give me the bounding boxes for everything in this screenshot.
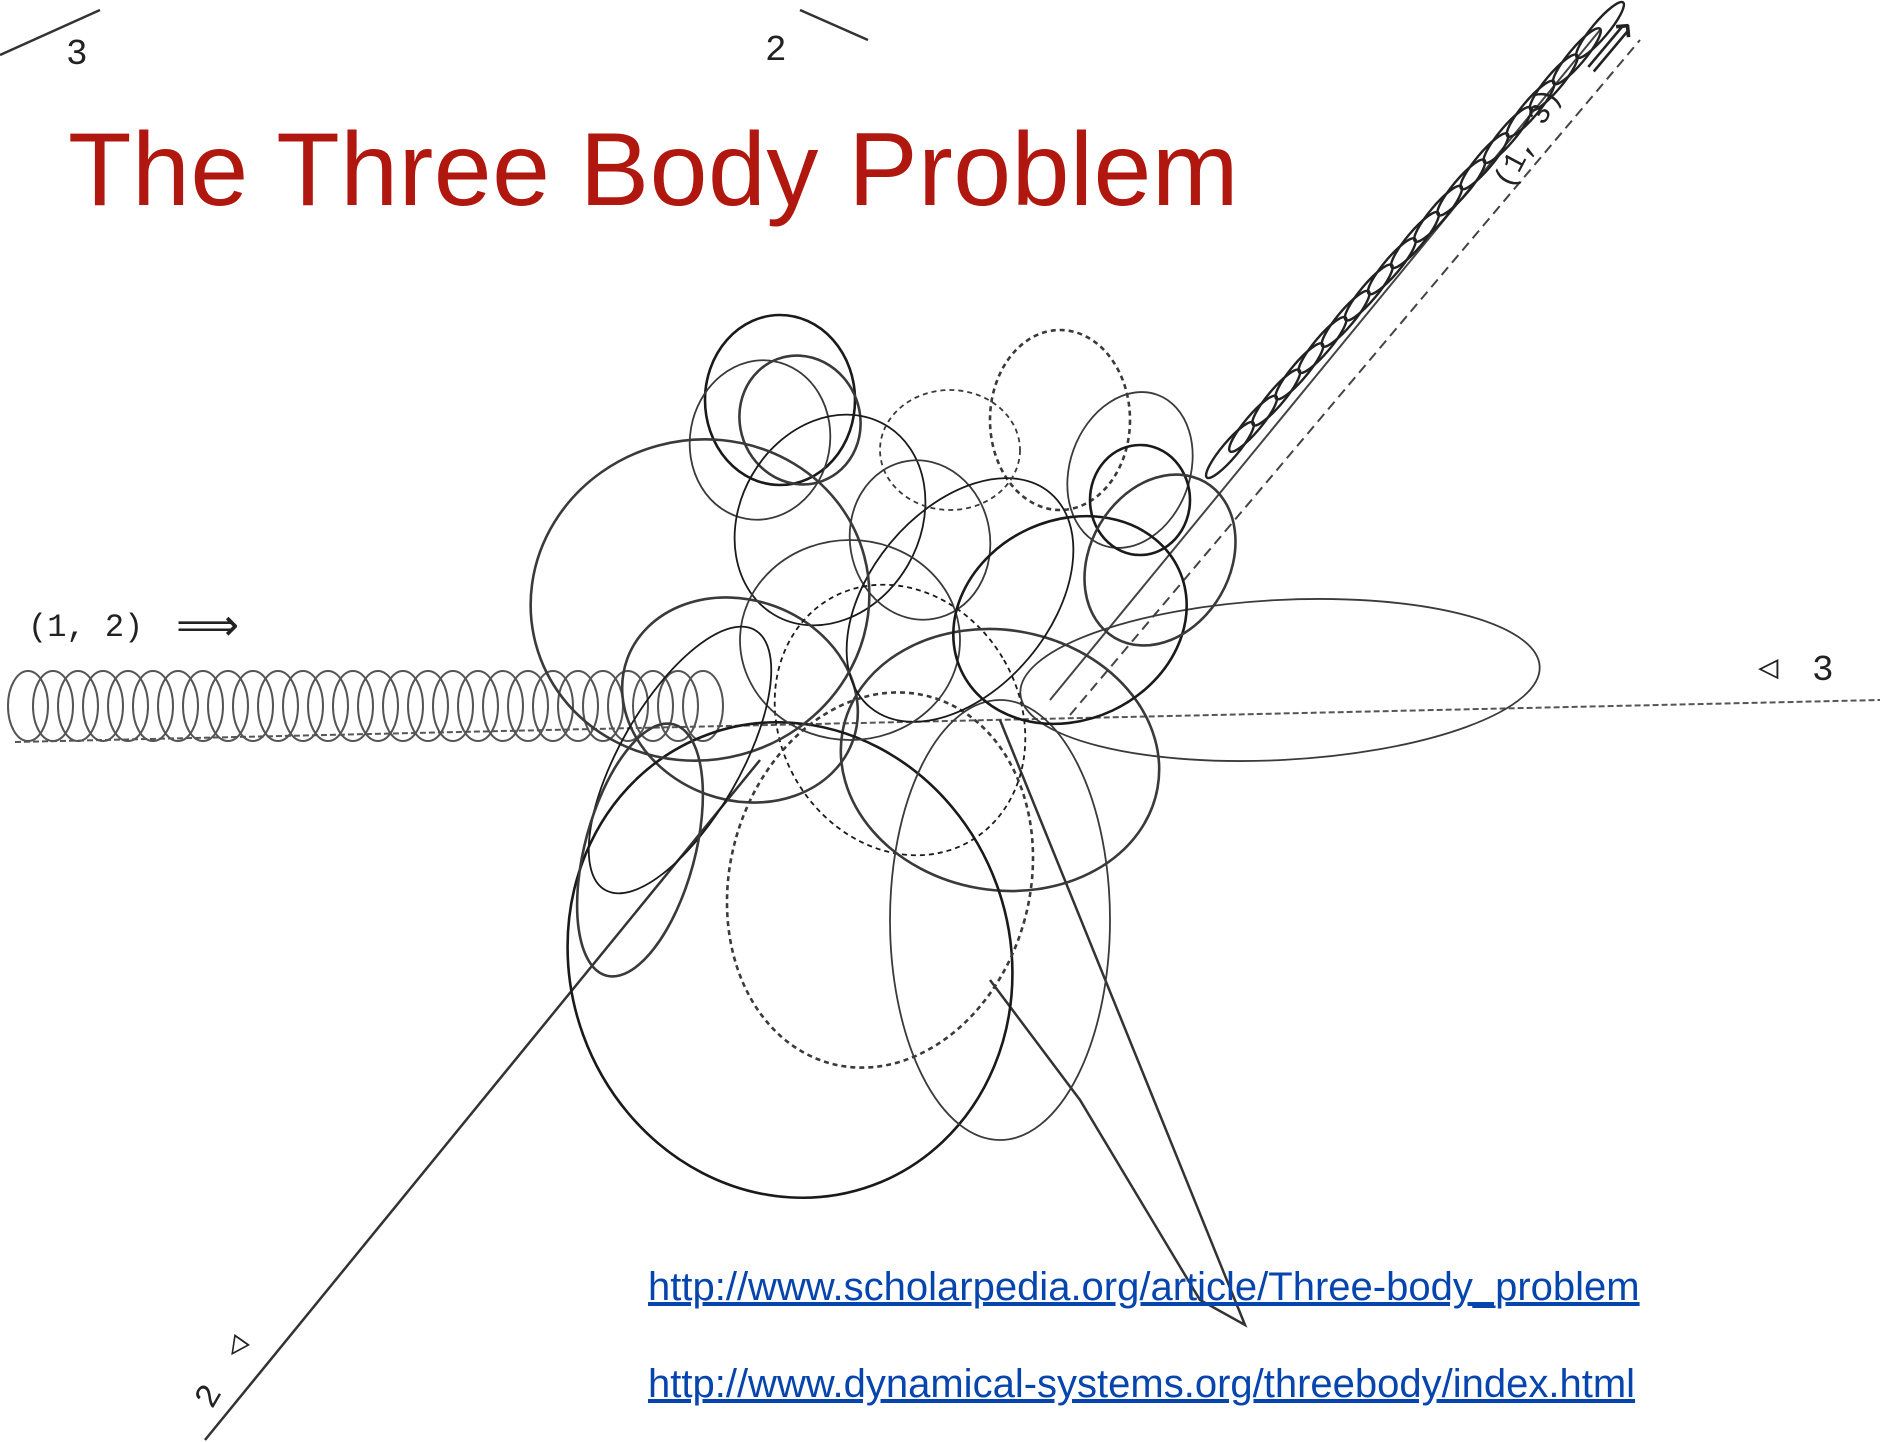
spiral-loop <box>558 671 598 741</box>
spiral-loop <box>308 671 348 741</box>
spiral-loop <box>133 671 173 741</box>
scholarpedia-link[interactable]: http://www.scholarpedia.org/article/Thre… <box>648 1267 1640 1307</box>
spiral-loop <box>408 671 448 741</box>
binary-1-2-spiral <box>8 671 723 741</box>
trajectory-loop <box>890 700 1110 1140</box>
lower-spike <box>990 720 1245 1325</box>
spiral-loop <box>8 671 48 741</box>
horizontal-axis-line <box>15 700 1880 742</box>
spiral-loop <box>58 671 98 741</box>
trajectory-loop <box>1016 587 1544 774</box>
body2-label-top: 2 <box>765 30 787 71</box>
spiral-loop <box>258 671 298 741</box>
pair-1-2-label: (1, 2) <box>28 609 143 646</box>
spiral-loop <box>633 671 673 741</box>
body2-arrow-icon: ◁ <box>216 1328 258 1366</box>
spiral-loop <box>283 671 323 741</box>
trajectory-loop <box>880 390 1020 510</box>
spiral-loop <box>358 671 398 741</box>
pair-1-3-arrow-icon: ⟹ <box>1572 9 1651 89</box>
spiral-loop <box>183 671 223 741</box>
spiral-loop <box>433 671 473 741</box>
spiral-loop <box>83 671 123 741</box>
spiral-loop <box>333 671 373 741</box>
chaotic-interaction-loops <box>494 315 1543 1261</box>
spiral-loop <box>383 671 423 741</box>
trajectory-loop <box>1090 445 1190 555</box>
spiral-loop <box>33 671 73 741</box>
slide-title: The Three Body Problem <box>68 118 1239 222</box>
trajectory-loop <box>990 330 1130 510</box>
spiral-loop <box>658 671 698 741</box>
spiral-loop <box>583 671 623 741</box>
body2-label-bottom: 2 <box>189 1379 232 1416</box>
dynamical-systems-link[interactable]: http://www.dynamical-systems.org/threebo… <box>648 1364 1635 1404</box>
spiral-loop <box>208 671 248 741</box>
spiral-loop <box>458 671 498 741</box>
trajectory-loop <box>593 565 887 835</box>
body3-arrow-icon: ◁ <box>1757 651 1779 689</box>
pair-1-2-arrow-icon: ⟹ <box>176 604 239 654</box>
spiral-loop <box>158 671 198 741</box>
trajectory-loop <box>705 315 855 485</box>
body3-label-right: 3 <box>1812 650 1834 691</box>
spiral-loop <box>108 671 148 741</box>
trajectory-loop <box>820 604 1180 916</box>
body3-label-top-left: 3 <box>66 34 88 75</box>
corner-ticks <box>0 10 868 55</box>
spiral-loop <box>233 671 273 741</box>
trajectory-loop <box>1054 447 1265 673</box>
